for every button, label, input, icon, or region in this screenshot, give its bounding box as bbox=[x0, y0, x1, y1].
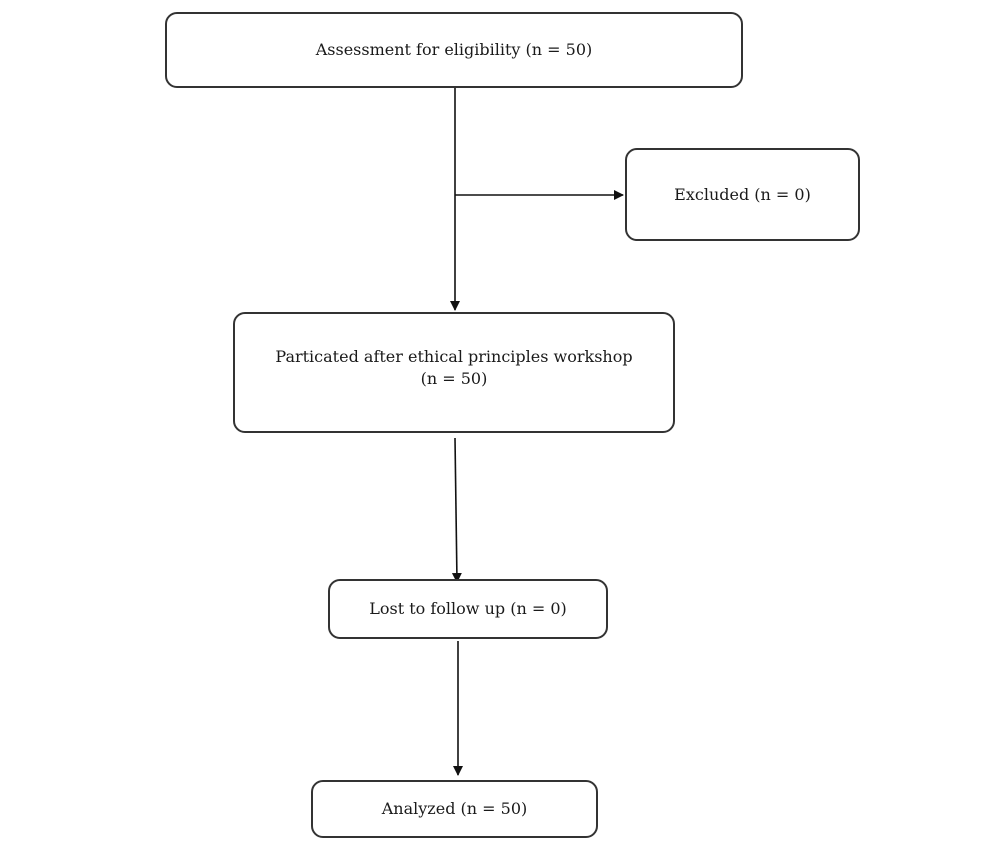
lost-to-follow-up-box: Lost to follow up (n = 0) bbox=[328, 579, 608, 639]
excluded-label: Excluded (n = 0) bbox=[674, 184, 811, 204]
participated-box: Particated after ethical principles work… bbox=[233, 312, 675, 433]
participated-count: (n = 50) bbox=[420, 368, 488, 388]
lost-to-follow-up-label: Lost to follow up (n = 0) bbox=[369, 599, 567, 618]
participated-label: Particated after ethical principles work… bbox=[275, 346, 633, 366]
analyzed-label: Analyzed (n = 50) bbox=[381, 799, 528, 818]
analyzed-box: Analyzed (n = 50) bbox=[311, 780, 598, 838]
assessment-label: Assessment for eligibility (n = 50) bbox=[315, 40, 593, 59]
excluded-box: Excluded (n = 0) bbox=[625, 148, 860, 241]
arrow-participated-to-lost bbox=[451, 437, 462, 583]
assessment-box: Assessment for eligibility (n = 50) bbox=[165, 12, 743, 88]
